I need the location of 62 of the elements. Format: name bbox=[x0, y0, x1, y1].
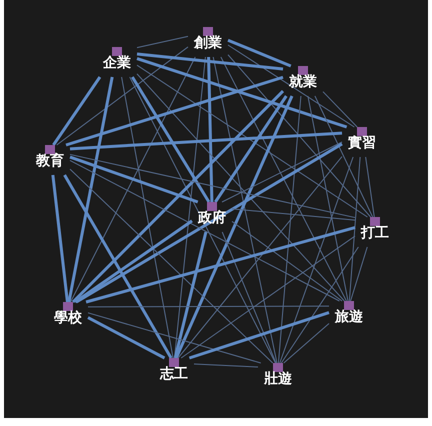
node-label: 創業 bbox=[192, 34, 223, 52]
connector-line bbox=[307, 96, 349, 302]
connector-line bbox=[67, 76, 114, 302]
node-label: 旅遊 bbox=[334, 308, 364, 326]
connector-line bbox=[88, 312, 262, 364]
node-label: 打工 bbox=[360, 224, 390, 242]
connector-line bbox=[228, 44, 355, 128]
connector-line bbox=[121, 76, 174, 358]
connector-line bbox=[350, 246, 368, 302]
node-label: 志工 bbox=[158, 365, 189, 383]
node-label: 學校 bbox=[53, 309, 83, 327]
connector-line bbox=[136, 73, 345, 302]
connector-line bbox=[131, 76, 210, 203]
connector-line bbox=[212, 56, 278, 364]
connector-line bbox=[278, 96, 302, 364]
connector-line bbox=[70, 56, 196, 302]
connector-line bbox=[51, 174, 69, 302]
connector-line bbox=[72, 90, 284, 304]
connector-line bbox=[222, 142, 342, 202]
connector-line bbox=[87, 316, 166, 360]
connector-line bbox=[174, 232, 208, 358]
connector-line bbox=[63, 174, 172, 359]
connector-line bbox=[70, 132, 342, 150]
connector-line bbox=[214, 95, 288, 203]
connector-line bbox=[222, 232, 276, 364]
connector-line bbox=[70, 154, 356, 218]
connector-line bbox=[194, 363, 258, 368]
connector-line bbox=[136, 36, 188, 48]
connector-line bbox=[136, 57, 348, 128]
connector-line bbox=[178, 156, 342, 358]
connector-line bbox=[136, 64, 368, 218]
connector-line bbox=[280, 246, 359, 364]
connector-line bbox=[52, 76, 102, 146]
node-label: 教育 bbox=[34, 152, 65, 170]
connector-line bbox=[220, 56, 347, 302]
connector-line bbox=[348, 156, 361, 302]
connector-line bbox=[56, 46, 188, 146]
connector-line bbox=[86, 226, 356, 304]
connector-line bbox=[174, 95, 294, 359]
connector-line bbox=[227, 38, 292, 68]
connector-line bbox=[136, 52, 284, 70]
connector-line bbox=[365, 156, 375, 218]
connector-line bbox=[232, 208, 356, 221]
node-label: 實習 bbox=[347, 134, 377, 152]
node-label: 企業 bbox=[102, 54, 132, 72]
connector-line bbox=[70, 156, 198, 204]
connector-line bbox=[322, 91, 358, 128]
connector-line bbox=[129, 76, 276, 364]
node-label: 就業 bbox=[288, 73, 318, 91]
connector-line bbox=[283, 322, 330, 364]
connector-line bbox=[88, 306, 330, 308]
connector-line bbox=[74, 220, 193, 304]
connector-line bbox=[180, 236, 356, 358]
connector-line bbox=[314, 96, 374, 218]
node-label: 壯遊 bbox=[263, 370, 293, 388]
connector-line bbox=[279, 156, 354, 364]
connector-line bbox=[232, 220, 343, 302]
connector-line bbox=[70, 168, 274, 364]
connector-line bbox=[66, 76, 284, 146]
connector-line bbox=[207, 56, 214, 202]
connector-line bbox=[228, 54, 372, 218]
connector-line bbox=[188, 311, 330, 360]
